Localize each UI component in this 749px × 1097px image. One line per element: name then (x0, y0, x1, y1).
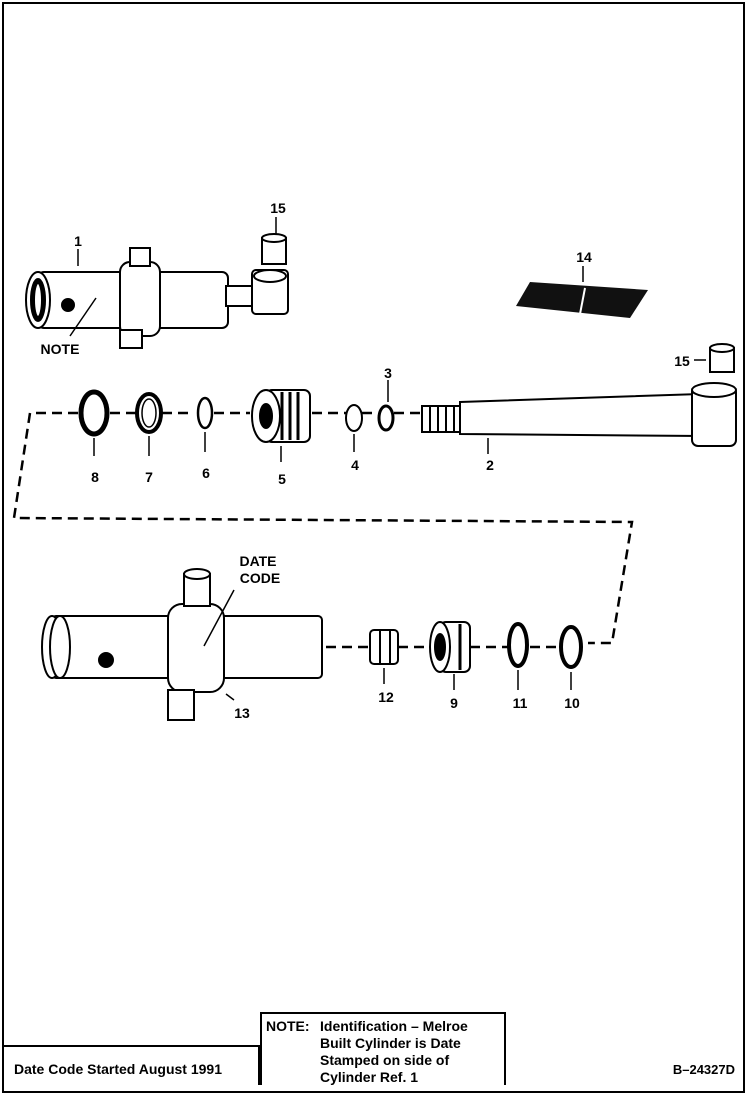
seal-7 (135, 392, 163, 434)
cylinder-barrel-13 (41, 568, 323, 721)
label-ref-15-right: 15 (674, 353, 690, 369)
seal-8 (78, 389, 110, 437)
note-line-2: Built Cylinder is Date (320, 1035, 461, 1051)
note-line-1: Identification – Melroe (320, 1018, 468, 1034)
date-code-box: Date Code Started August 1991 (4, 1045, 260, 1085)
note-box: NOTE: Identification – Melroe Built Cyli… (260, 1012, 506, 1085)
decal-strip (516, 282, 648, 318)
head-9 (429, 621, 471, 673)
label-ref-4: 4 (351, 457, 359, 473)
ring-4 (345, 404, 363, 432)
piston-rod-2 (421, 382, 737, 447)
label-ref-10: 10 (564, 695, 580, 711)
o-ring-6 (196, 396, 214, 430)
callout-date: DATE (239, 553, 276, 569)
bushing-right (709, 343, 735, 373)
drawing-number: B–24327D (672, 1062, 735, 1077)
assembled-cylinder (25, 247, 289, 349)
bushing-top (261, 233, 287, 265)
label-ref-3: 3 (384, 365, 392, 381)
note-line-4: Cylinder Ref. 1 (320, 1069, 419, 1085)
seal-10 (559, 625, 583, 669)
note-label: NOTE: (266, 1018, 310, 1034)
leader-lines (69, 217, 706, 701)
label-ref-12: 12 (378, 689, 394, 705)
label-ref-2: 2 (486, 457, 494, 473)
label-ref-13: 13 (234, 705, 250, 721)
callout-code: CODE (240, 570, 280, 586)
date-code-text: Date Code Started August 1991 (14, 1061, 222, 1077)
label-ref-6: 6 (202, 465, 210, 481)
note-line-3: Stamped on side of (320, 1052, 450, 1068)
seal-11 (507, 622, 529, 668)
callout-note: NOTE (41, 341, 80, 357)
label-ref-15-top: 15 (270, 200, 286, 216)
label-ref-1: 1 (74, 233, 82, 249)
label-ref-9: 9 (450, 695, 458, 711)
label-ref-11: 11 (513, 695, 528, 711)
o-ring-3 (377, 404, 395, 432)
assembly-path (12, 411, 634, 649)
label-ref-8: 8 (91, 469, 99, 485)
label-ref-7: 7 (145, 469, 153, 485)
label-ref-5: 5 (278, 471, 286, 487)
nut-12 (369, 629, 399, 665)
piston-5 (251, 389, 311, 443)
label-ref-14: 14 (576, 249, 592, 265)
